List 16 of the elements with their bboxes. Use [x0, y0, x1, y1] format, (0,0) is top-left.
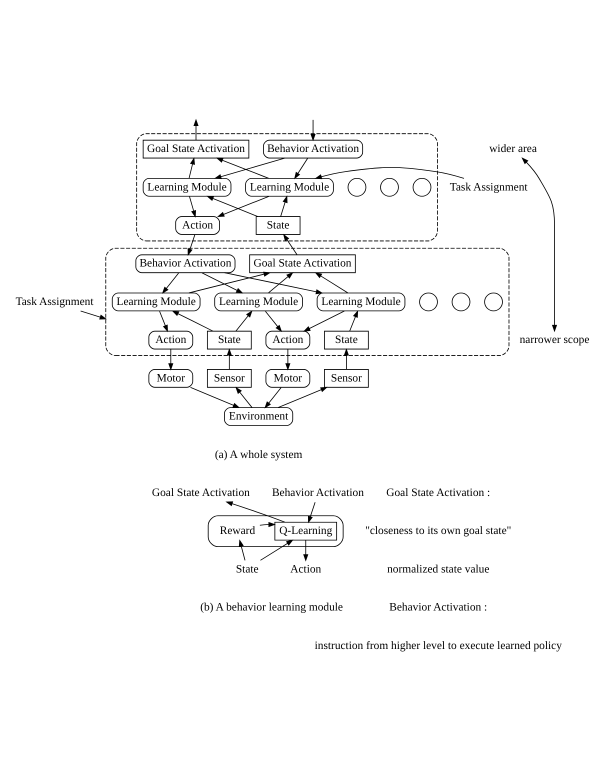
label: instruction from higher level to execute learned policy — [314, 640, 562, 652]
node-text: State — [236, 563, 259, 576]
label: (b) A behavior learning module — [200, 602, 343, 614]
node-text: Task Assignment — [16, 296, 94, 308]
label: Behavior Activation : — [389, 602, 488, 614]
node-text: Task Assignment — [450, 181, 528, 194]
node-text: narrower scope — [520, 334, 590, 346]
label: Goal State Activation : — [386, 486, 490, 499]
node-text: Action — [290, 563, 322, 576]
label: normalized state value — [387, 563, 490, 576]
node-text: wider area — [489, 143, 537, 156]
label: (a) A whole system — [214, 448, 302, 461]
node-text: Goal State Activation — [152, 486, 250, 499]
node-text: Reward — [220, 525, 256, 538]
label: "closeness to its own goal state" — [365, 525, 512, 538]
node-text: Behavior Activation — [272, 486, 364, 499]
